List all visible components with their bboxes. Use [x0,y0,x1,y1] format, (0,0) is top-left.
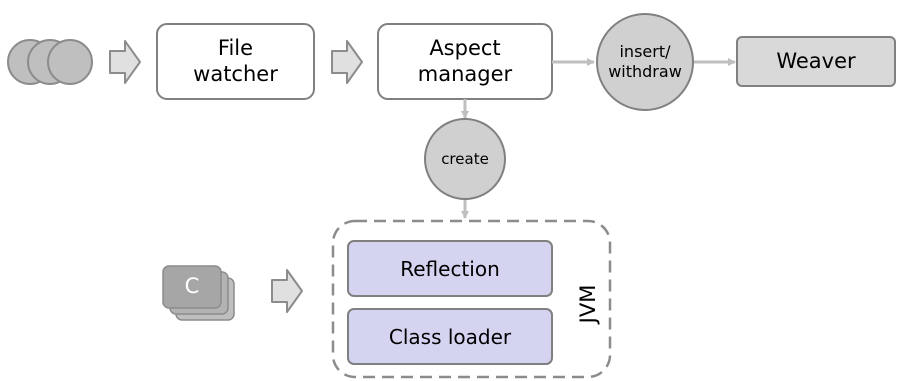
create-circle [424,118,506,200]
insert-withdraw-label: insert/ withdraw [608,42,682,81]
class-icon-letter: C [184,274,200,299]
file-watcher-box [156,23,315,100]
weaver-label: Weaver [776,48,856,73]
class-files-icon [162,265,235,321]
insert-withdraw-circle [596,13,694,111]
create-label: create [441,150,489,168]
block-arrow-2-icon [331,40,363,84]
block-arrow-3-icon [271,269,303,313]
reflection-box [347,240,553,297]
file-watcher-label: File watcher [193,36,278,86]
reflection-label: Reflection [400,256,500,281]
class-loader-box [347,308,553,365]
source-files-icon [7,39,93,85]
aspect-manager-label: Aspect manager [417,36,513,86]
block-arrow-1-icon [109,40,141,84]
class-loader-label: Class loader [388,324,512,349]
jvm-label: JVM [576,284,600,324]
weaver-box [736,36,896,87]
